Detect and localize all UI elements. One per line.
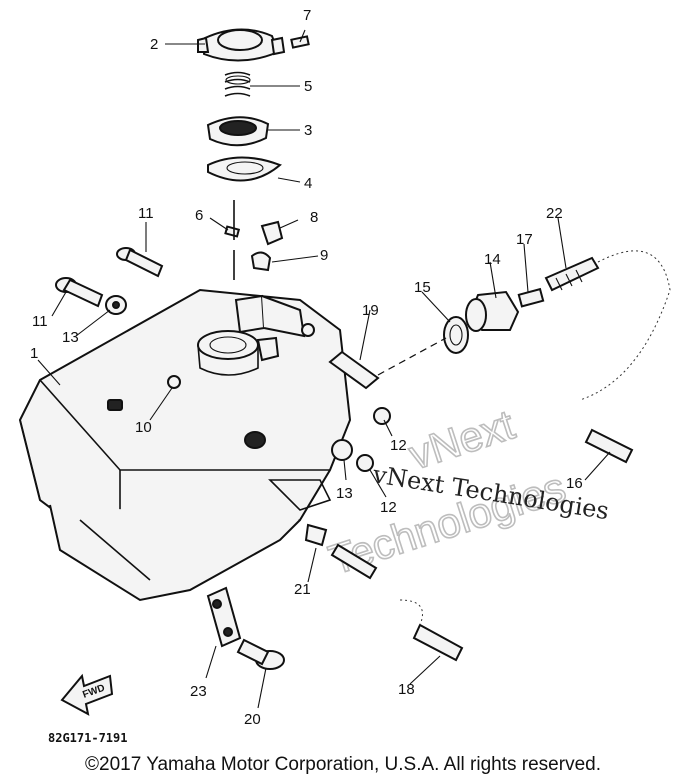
callout-15: 15 — [414, 279, 431, 296]
callout-19: 19 — [362, 302, 379, 319]
leader-lines — [37, 29, 611, 709]
figure-code: 82G171-7191 — [48, 731, 127, 745]
callout-2: 2 — [150, 36, 158, 53]
callout-4: 4 — [304, 175, 312, 192]
cap-assembly — [197, 28, 310, 280]
callout-10: 10 — [135, 419, 152, 436]
bracket-and-bolt — [206, 586, 285, 670]
copyright-notice: ©2017 Yamaha Motor Corporation, U.S.A. A… — [85, 754, 601, 775]
washers — [331, 407, 391, 472]
callout-5: 5 — [304, 78, 312, 95]
callout-16: 16 — [566, 475, 583, 492]
bolts-11 — [55, 247, 181, 389]
hoses — [304, 428, 634, 662]
callout-21: 21 — [294, 581, 311, 598]
callout-3: 3 — [304, 122, 312, 139]
fuel-cock-assembly — [328, 250, 671, 401]
callout-12-upper: 12 — [390, 437, 407, 454]
callout-9: 9 — [320, 247, 328, 264]
callout-14: 14 — [484, 251, 501, 268]
exploded-parts-diagram: vNext Technologies — [18, 7, 671, 745]
callout-11-lower: 11 — [32, 313, 48, 330]
callout-numbers: 2 7 5 3 4 6 8 9 11 11 13 1 10 19 15 14 1… — [30, 7, 583, 728]
callout-20: 20 — [244, 711, 261, 728]
callout-13-lower: 13 — [336, 485, 353, 502]
callout-13-upper: 13 — [62, 329, 79, 346]
callout-22: 22 — [546, 205, 563, 222]
callout-7: 7 — [303, 7, 311, 24]
forward-arrow-icon: FWD — [60, 673, 114, 716]
callout-1: 1 — [30, 345, 38, 362]
callout-8: 8 — [310, 209, 318, 226]
callout-12-lower: 12 — [380, 499, 397, 516]
callout-23: 23 — [190, 683, 207, 700]
callout-17: 17 — [516, 231, 533, 248]
fuel-tank — [18, 288, 352, 602]
callout-6: 6 — [195, 207, 203, 224]
callout-11-upper: 11 — [138, 205, 154, 222]
callout-18: 18 — [398, 681, 415, 698]
